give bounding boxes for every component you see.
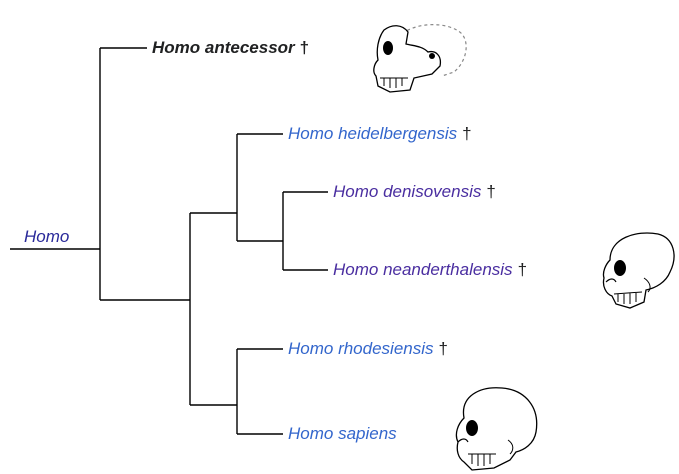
genus-homo-link[interactable]: Homo (24, 227, 69, 247)
taxon-sapiens-label[interactable]: Homo sapiens (288, 424, 397, 443)
extinct-dagger: † (462, 124, 471, 143)
taxon-neanderthalensis-label[interactable]: Homo neanderthalensis (333, 260, 513, 279)
genus-homo-label[interactable]: Homo (24, 227, 69, 246)
extinct-dagger: † (300, 38, 309, 57)
extinct-dagger: † (439, 339, 448, 358)
taxon-antecessor-label: Homo antecessor (152, 38, 295, 57)
taxon-rhodesiensis-label[interactable]: Homo rhodesiensis (288, 339, 434, 358)
taxon-antecessor: Homo antecessor † (152, 38, 309, 58)
taxon-heidelbergensis-link[interactable]: Homo heidelbergensis † (288, 124, 472, 144)
taxon-denisovensis-label[interactable]: Homo denisovensis (333, 182, 481, 201)
taxon-rhodesiensis-link[interactable]: Homo rhodesiensis † (288, 339, 448, 359)
skull-antecessor-icon (374, 25, 466, 92)
extinct-dagger: † (518, 260, 527, 279)
taxon-sapiens-link[interactable]: Homo sapiens (288, 424, 397, 444)
taxon-heidelbergensis-label[interactable]: Homo heidelbergensis (288, 124, 457, 143)
skull-neanderthal-icon (603, 233, 674, 308)
taxon-neanderthalensis-link[interactable]: Homo neanderthalensis † (333, 260, 527, 280)
extinct-dagger: † (486, 182, 495, 201)
skull-sapiens-icon (456, 388, 536, 470)
taxon-denisovensis-link[interactable]: Homo denisovensis † (333, 182, 496, 202)
